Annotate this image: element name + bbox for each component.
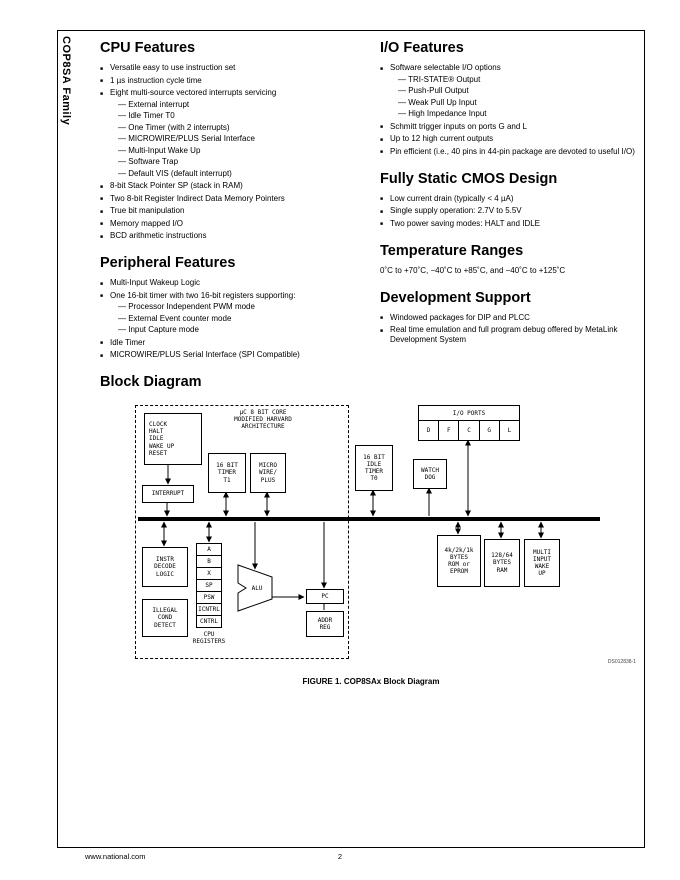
block-interrupt: INTERRUPT <box>142 485 194 503</box>
cmos-item: Low current drain (typically < 4 µA) <box>380 194 642 205</box>
cpu-feature-subitem: — Default VIS (default interrupt) <box>118 168 232 178</box>
section-title-cmos-design: Fully Static CMOS Design <box>380 170 558 187</box>
footer-page-number: 2 <box>337 852 343 861</box>
right-column: I/O Features Software selectable I/O opt… <box>380 40 642 360</box>
cpu-register-stack: A B X SP PSW ICNTRL CNTRL <box>196 543 222 628</box>
alu-shape <box>237 564 273 612</box>
io-subitem: — Weak Pull Up Input <box>398 97 477 107</box>
block-idle-timer-t0: 16 BIT IDLE TIMER T0 <box>355 445 393 491</box>
cpu-feature-subitem: — Multi-Input Wake Up <box>118 145 201 155</box>
peripheral-subitem: — Input Capture mode <box>118 325 199 334</box>
io-port-cell-f: F <box>438 421 458 440</box>
block-watchdog: WATCH DOG <box>413 459 447 489</box>
cmos-item: Single supply operation: 2.7V to 5.5V <box>380 206 642 217</box>
cpu-feature-item: 8-bit Stack Pointer SP (stack in RAM) <box>100 181 362 192</box>
page-content: CPU Features Versatile easy to use instr… <box>100 40 642 686</box>
cpu-feature-item: Two 8-bit Register Indirect Data Memory … <box>100 194 362 205</box>
section-title-cpu-features: CPU Features <box>100 40 196 56</box>
io-subitem: — High Impedance Input <box>398 109 487 118</box>
footer-url: www.national.com <box>85 852 146 861</box>
figure-caption: FIGURE 1. COP8SAx Block Diagram <box>302 677 440 686</box>
section-title-temperature-ranges: Temperature Ranges <box>380 242 524 259</box>
section-title-peripheral-features: Peripheral Features <box>100 255 236 271</box>
block-diagram: µC 8 BIT CORE MODIFIED HARVARD ARCHITECT… <box>100 397 640 669</box>
cpu-feature-item: Memory mapped I/O <box>100 219 362 230</box>
io-item: Software selectable I/O options <box>380 63 642 74</box>
io-ports-label: I/O PORTS <box>419 406 519 421</box>
block-timer-t1: 16 BIT TIMER T1 <box>208 453 246 493</box>
io-port-cell-l: L <box>498 421 519 440</box>
cpu-feature-item: 1 µs instruction cycle time <box>100 76 362 87</box>
block-illegal-cond-detect: ILLEGAL COND DETECT <box>142 599 188 637</box>
peripheral-subitem: — External Event counter mode <box>118 313 232 323</box>
section-title-development-support: Development Support <box>380 289 531 306</box>
block-ram: 128/64 BYTES RAM <box>484 539 520 587</box>
dev-item: Windowed packages for DIP and PLCC <box>380 313 642 324</box>
block-instr-decode-logic: INSTR DECODE LOGIC <box>142 547 188 587</box>
dev-item: Real time emulation and full program deb… <box>380 325 642 345</box>
core-bus-line <box>138 517 600 521</box>
cpu-feature-subitem: — Idle Timer T0 <box>118 111 175 120</box>
cpu-feature-item: True bit manipulation <box>100 206 362 217</box>
alu-label: ALU <box>251 585 263 592</box>
peripheral-item: Idle Timer <box>100 338 362 349</box>
io-subitem: — Push-Pull Output <box>398 86 469 95</box>
block-rom-eprom: 4k/2k/1k BYTES ROM or EPROM <box>437 535 481 587</box>
peripheral-subitem: — Processor Independent PWM mode <box>118 302 255 311</box>
peripheral-item: MICROWIRE/PLUS Serial Interface (SPI Com… <box>100 350 362 361</box>
cpu-feature-item: Eight multi-source vectored interrupts s… <box>100 88 362 99</box>
left-column: CPU Features Versatile easy to use instr… <box>100 40 362 361</box>
io-subitem: — TRI-STATE® Output <box>398 74 481 84</box>
io-port-cell-g: G <box>478 421 499 440</box>
cpu-feature-subitem: — One Timer (with 2 interrupts) <box>118 122 230 132</box>
block-pc: PC <box>306 589 344 604</box>
block-addr-reg: ADDR REG <box>306 611 344 637</box>
register-cell-cntrl: CNTRL <box>196 615 222 628</box>
cpu-core-dashed-outline <box>135 405 349 659</box>
block-clock-halt-idle: CLOCK HALT IDLE WAKE UP RESET <box>144 413 202 465</box>
io-item: Pin efficient (i.e., 40 pins in 44-pin p… <box>380 147 642 158</box>
core-architecture-label: µC 8 BIT CORE MODIFIED HARVARD ARCHITECT… <box>234 409 292 431</box>
section-title-io-features: I/O Features <box>380 40 464 56</box>
cpu-feature-subitem: — External interrupt <box>118 99 190 109</box>
family-vertical-title: COP8SA Family <box>60 36 72 126</box>
cpu-feature-subitem: — Software Trap <box>118 157 179 166</box>
temperature-range-text: 0˚C to +70˚C, −40˚C to +85˚C, and −40˚C … <box>380 265 566 275</box>
block-multi-input-wakeup: MULTI INPUT WAKE UP <box>524 539 560 587</box>
io-port-cell-d: D <box>426 427 431 434</box>
diagram-wires <box>161 439 544 612</box>
io-port-cell-c: C <box>458 421 478 440</box>
peripheral-item: Multi-Input Wakeup Logic <box>100 278 362 289</box>
cpu-feature-item: Versatile easy to use instruction set <box>100 63 362 74</box>
io-item: Schmitt trigger inputs on ports G and L <box>380 122 642 133</box>
document-number: DS012838-1 <box>607 659 636 665</box>
peripheral-item: One 16-bit timer with two 16-bit registe… <box>100 291 362 302</box>
cpu-registers-label: CPU REGISTERS <box>192 631 226 646</box>
cpu-feature-subitem: — MICROWIRE/PLUS Serial Interface <box>118 134 255 143</box>
cmos-item: Two power saving modes: HALT and IDLE <box>380 219 642 230</box>
section-title-block-diagram: Block Diagram <box>100 374 202 390</box>
cpu-feature-item: BCD arithmetic instructions <box>100 231 362 242</box>
io-item: Up to 12 high current outputs <box>380 134 642 145</box>
block-microwire-plus: MICRO WIRE/ PLUS <box>250 453 286 493</box>
block-io-ports: I/O PORTS D F C G L <box>418 405 520 441</box>
